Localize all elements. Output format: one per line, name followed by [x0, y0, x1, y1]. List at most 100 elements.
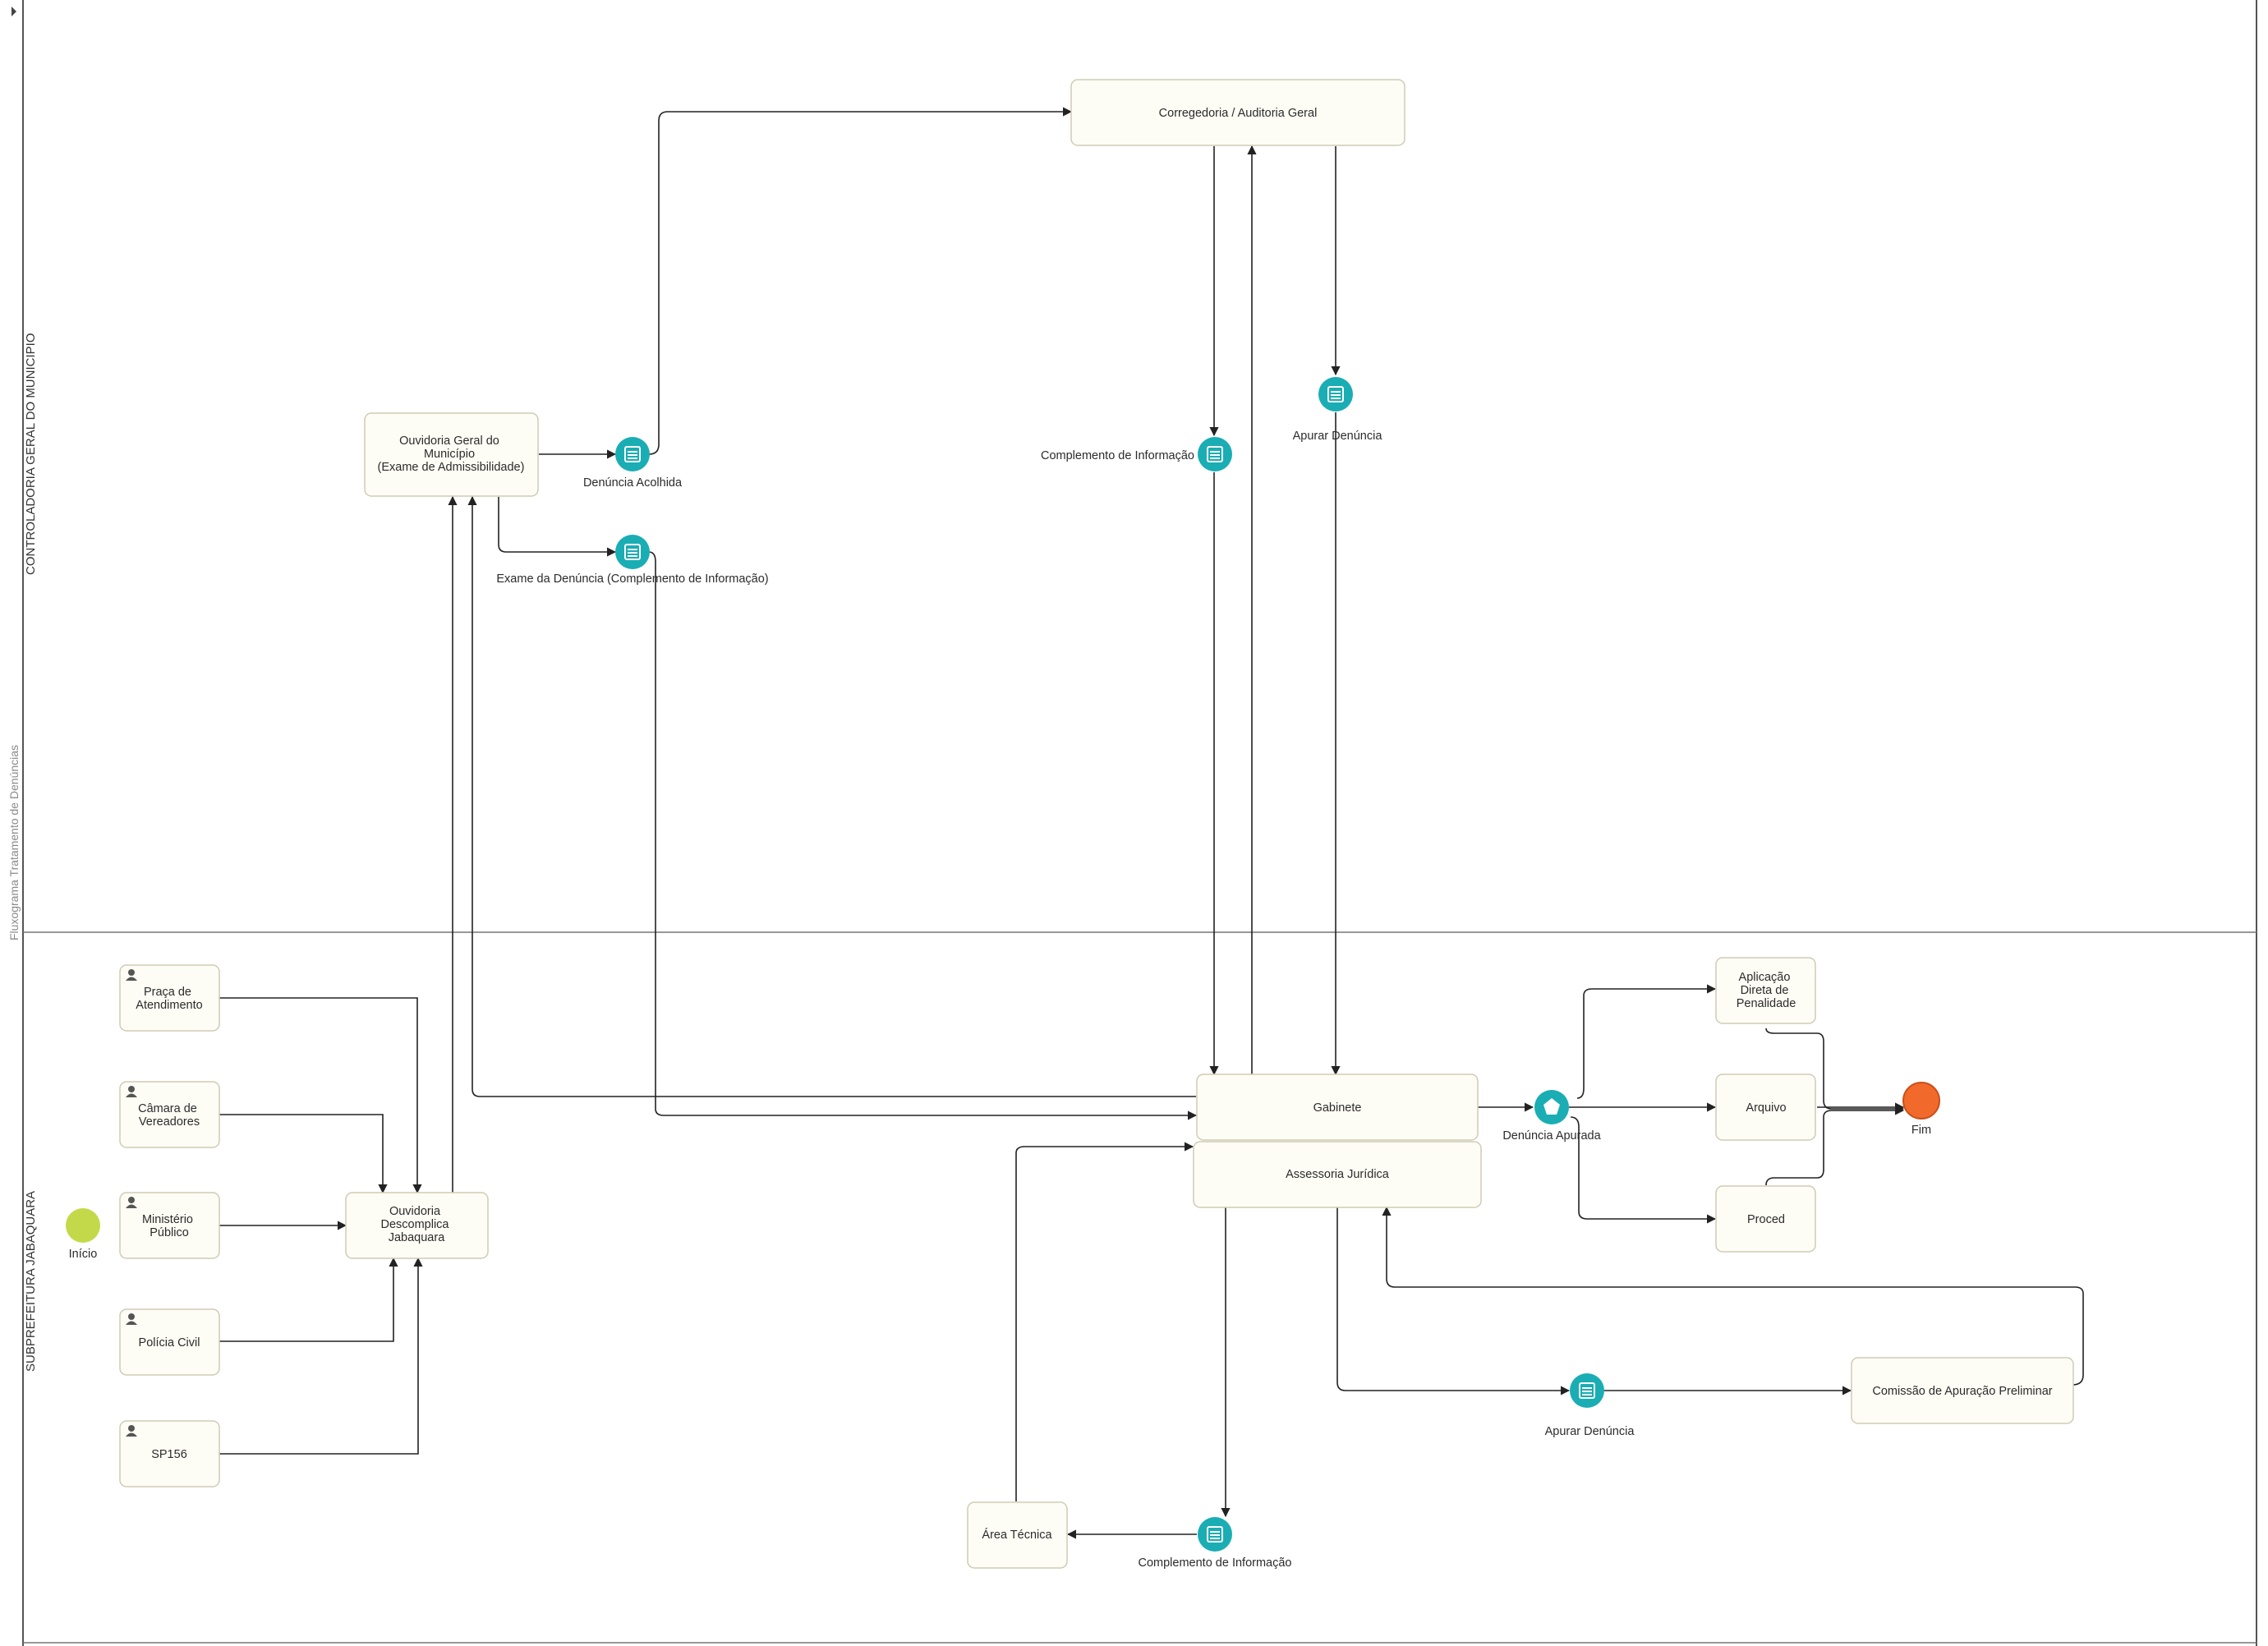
event-complemento-top[interactable]: Complemento de Informação: [1041, 437, 1232, 471]
pentagon-icon: [1543, 1098, 1560, 1115]
event-label: Exame da Denúncia (Complemento de Inform…: [496, 572, 768, 586]
event-denuncia-apurada[interactable]: Denúncia Apurada: [1502, 1090, 1602, 1143]
event-denuncia-acolhida[interactable]: Denúncia Acolhida: [583, 437, 683, 490]
task-label: Aplicação: [1739, 971, 1791, 984]
svg-text:Polícia Civil: Polícia Civil: [139, 1336, 200, 1349]
svg-text:Ouvidoria Geral do Mun: Ouvidoria Geral do Município (Exame de A…: [378, 434, 525, 474]
start-event-inicio[interactable]: Início: [66, 1208, 100, 1261]
task-label: Área Técnica: [982, 1528, 1052, 1542]
task-label: Município: [424, 448, 475, 461]
sequence-flows: [219, 107, 2084, 1539]
event-label: Complemento de Informação: [1041, 449, 1194, 462]
end-event-fim[interactable]: Fim: [1902, 1082, 1940, 1137]
task-gabinete[interactable]: Gabinete: [1196, 1074, 1479, 1141]
svg-text:SP156: SP156: [151, 1448, 187, 1461]
task-label: Público: [150, 1226, 189, 1239]
task-label: Proced: [1747, 1213, 1785, 1226]
task-label: Gabinete: [1313, 1101, 1362, 1115]
svg-text:Praça de Atendimento: Praça de Atendimento: [136, 986, 202, 1012]
flow-apurada-to-proced: [1570, 1116, 1717, 1224]
task-label: Ouvidoria: [389, 1205, 441, 1218]
person-icon: [126, 1086, 137, 1097]
task-label: Jabaquara: [389, 1231, 445, 1244]
task-proced[interactable]: Proced: [1715, 1185, 1816, 1253]
task-label: (Exame de Admissibilidade): [378, 461, 525, 474]
task-area-tecnica[interactable]: Área Técnica: [967, 1501, 1068, 1569]
task-sp156[interactable]: SP156: [119, 1420, 220, 1487]
task-label: Direta de: [1741, 984, 1789, 997]
event-exame-denuncia[interactable]: Exame da Denúncia (Complemento de Inform…: [496, 535, 769, 586]
flow-area-tecnica-to-assessoria: [1015, 1142, 1194, 1501]
message-doc-icon: [1327, 386, 1344, 402]
pool-label-sub: SUBPREFEITURA JABAQUARA: [24, 1191, 38, 1372]
task-arquivo[interactable]: Arquivo: [1715, 1074, 1816, 1141]
event-complemento-bottom[interactable]: Complemento de Informação: [1139, 1517, 1292, 1570]
task-label: Ouvidoria Geral do: [399, 434, 499, 448]
task-praca[interactable]: Praça de Atendimento: [119, 964, 220, 1032]
task-label: Penalidade: [1737, 997, 1796, 1010]
event-apurar-top[interactable]: Apurar Denúncia: [1293, 377, 1383, 443]
task-corregedoria[interactable]: Corregedoria / Auditoria Geral: [1070, 79, 1405, 146]
flow-exame-to-gabinete: [648, 551, 1198, 1120]
task-ouvidoria-geral[interactable]: Ouvidoria Geral do Município (Exame de A…: [364, 412, 539, 497]
event-label: Fim: [1911, 1124, 1931, 1137]
task-comissao[interactable]: Comissão de Apuração Preliminar: [1851, 1357, 2074, 1424]
task-ouvidoria-descomplica[interactable]: Ouvidoria Descomplica Jabaquara: [345, 1192, 489, 1259]
svg-text:Câmara de Vereadores: Câmara de Vereadores: [138, 1102, 200, 1129]
flow-comissao-to-assessoria: [1382, 1206, 2084, 1386]
flow-gabinete-to-og: [467, 495, 1196, 1097]
task-assessoria-juridica[interactable]: Assessoria Jurídica: [1193, 1141, 1482, 1208]
message-doc-icon: [1579, 1382, 1595, 1399]
flow-acolhida-to-corregedoria: [648, 107, 1073, 455]
task-label: Corregedoria / Auditoria Geral: [1159, 107, 1318, 120]
task-label: Atendimento: [136, 999, 202, 1012]
task-ministerio[interactable]: Ministério Público: [119, 1192, 220, 1259]
message-doc-icon: [624, 446, 641, 462]
task-label: Polícia Civil: [139, 1336, 200, 1349]
person-icon: [126, 1425, 137, 1437]
svg-text:Área Técnica: Área Técnica: [982, 1528, 1052, 1542]
svg-text:Proced: Proced: [1747, 1213, 1785, 1226]
svg-text:Aplicação Direta de: Aplicação Direta de Penalidade: [1737, 971, 1796, 1010]
svg-text:Arquivo: Arquivo: [1746, 1101, 1786, 1115]
task-label: Arquivo: [1746, 1101, 1786, 1115]
task-aplicacao[interactable]: Aplicação Direta de Penalidade: [1715, 957, 1816, 1024]
flow-policia-to-ouvidoria: [219, 1257, 398, 1342]
svg-text:Comissão de Apuração Prelimina: Comissão de Apuração Preliminar: [1872, 1385, 2052, 1398]
pool-frame: [12, 0, 2257, 1646]
pool-label-faded: Fluxograma Tratamento de Denúncias: [7, 745, 21, 940]
flow-og-to-exame: [498, 497, 617, 557]
task-camara[interactable]: Câmara de Vereadores: [119, 1081, 220, 1148]
task-label: Câmara de: [138, 1102, 197, 1115]
task-label: Descomplica: [380, 1218, 449, 1231]
task-label: Vereadores: [139, 1115, 200, 1129]
person-icon: [126, 1313, 137, 1325]
event-label: Complemento de Informação: [1139, 1556, 1292, 1570]
flow-praca-to-ouvidoria: [219, 997, 422, 1194]
flow-assessoria-to-apurar-bottom: [1336, 1207, 1571, 1395]
event-label: Apurar Denúncia: [1293, 430, 1383, 443]
event-label: Denúncia Acolhida: [583, 476, 683, 490]
person-icon: [126, 1197, 137, 1208]
svg-text:Corregedoria / Auditoria Geral: Corregedoria / Auditoria Geral: [1159, 107, 1318, 120]
flow-proced-to-fim: [1765, 1106, 1905, 1186]
task-label: Comissão de Apuração Preliminar: [1872, 1385, 2052, 1398]
collapse-triangle-icon[interactable]: [12, 7, 16, 16]
flow-camara-to-ouvidoria: [219, 1114, 388, 1194]
task-label: Assessoria Jurídica: [1286, 1168, 1390, 1181]
pool-labels: CONTROLADORIA GERAL DO MUNICIPIO Fluxogr…: [7, 333, 38, 1372]
person-icon: [126, 969, 137, 981]
event-label: Denúncia Apurada: [1502, 1129, 1601, 1143]
svg-text:Gabinete: Gabinete: [1313, 1101, 1362, 1115]
svg-text:Ouvidoria Descomplica: Ouvidoria Descomplica Jabaquara: [380, 1205, 452, 1244]
events: Denúncia Acolhida Exame da Denúncia (Com…: [66, 377, 1940, 1570]
task-policia[interactable]: Polícia Civil: [119, 1308, 220, 1376]
event-apurar-bottom[interactable]: Apurar Denúncia: [1545, 1373, 1635, 1438]
task-label: Ministério: [142, 1213, 193, 1226]
task-label: Praça de: [144, 986, 191, 999]
tasks: Corregedoria / Auditoria Geral Ouvidoria…: [119, 79, 2074, 1569]
pool-label-cgm: CONTROLADORIA GERAL DO MUNICIPIO: [24, 333, 38, 576]
flow-apurada-to-aplicacao: [1576, 984, 1717, 1099]
svg-text:Ministério Público: Ministério Público: [142, 1213, 196, 1239]
